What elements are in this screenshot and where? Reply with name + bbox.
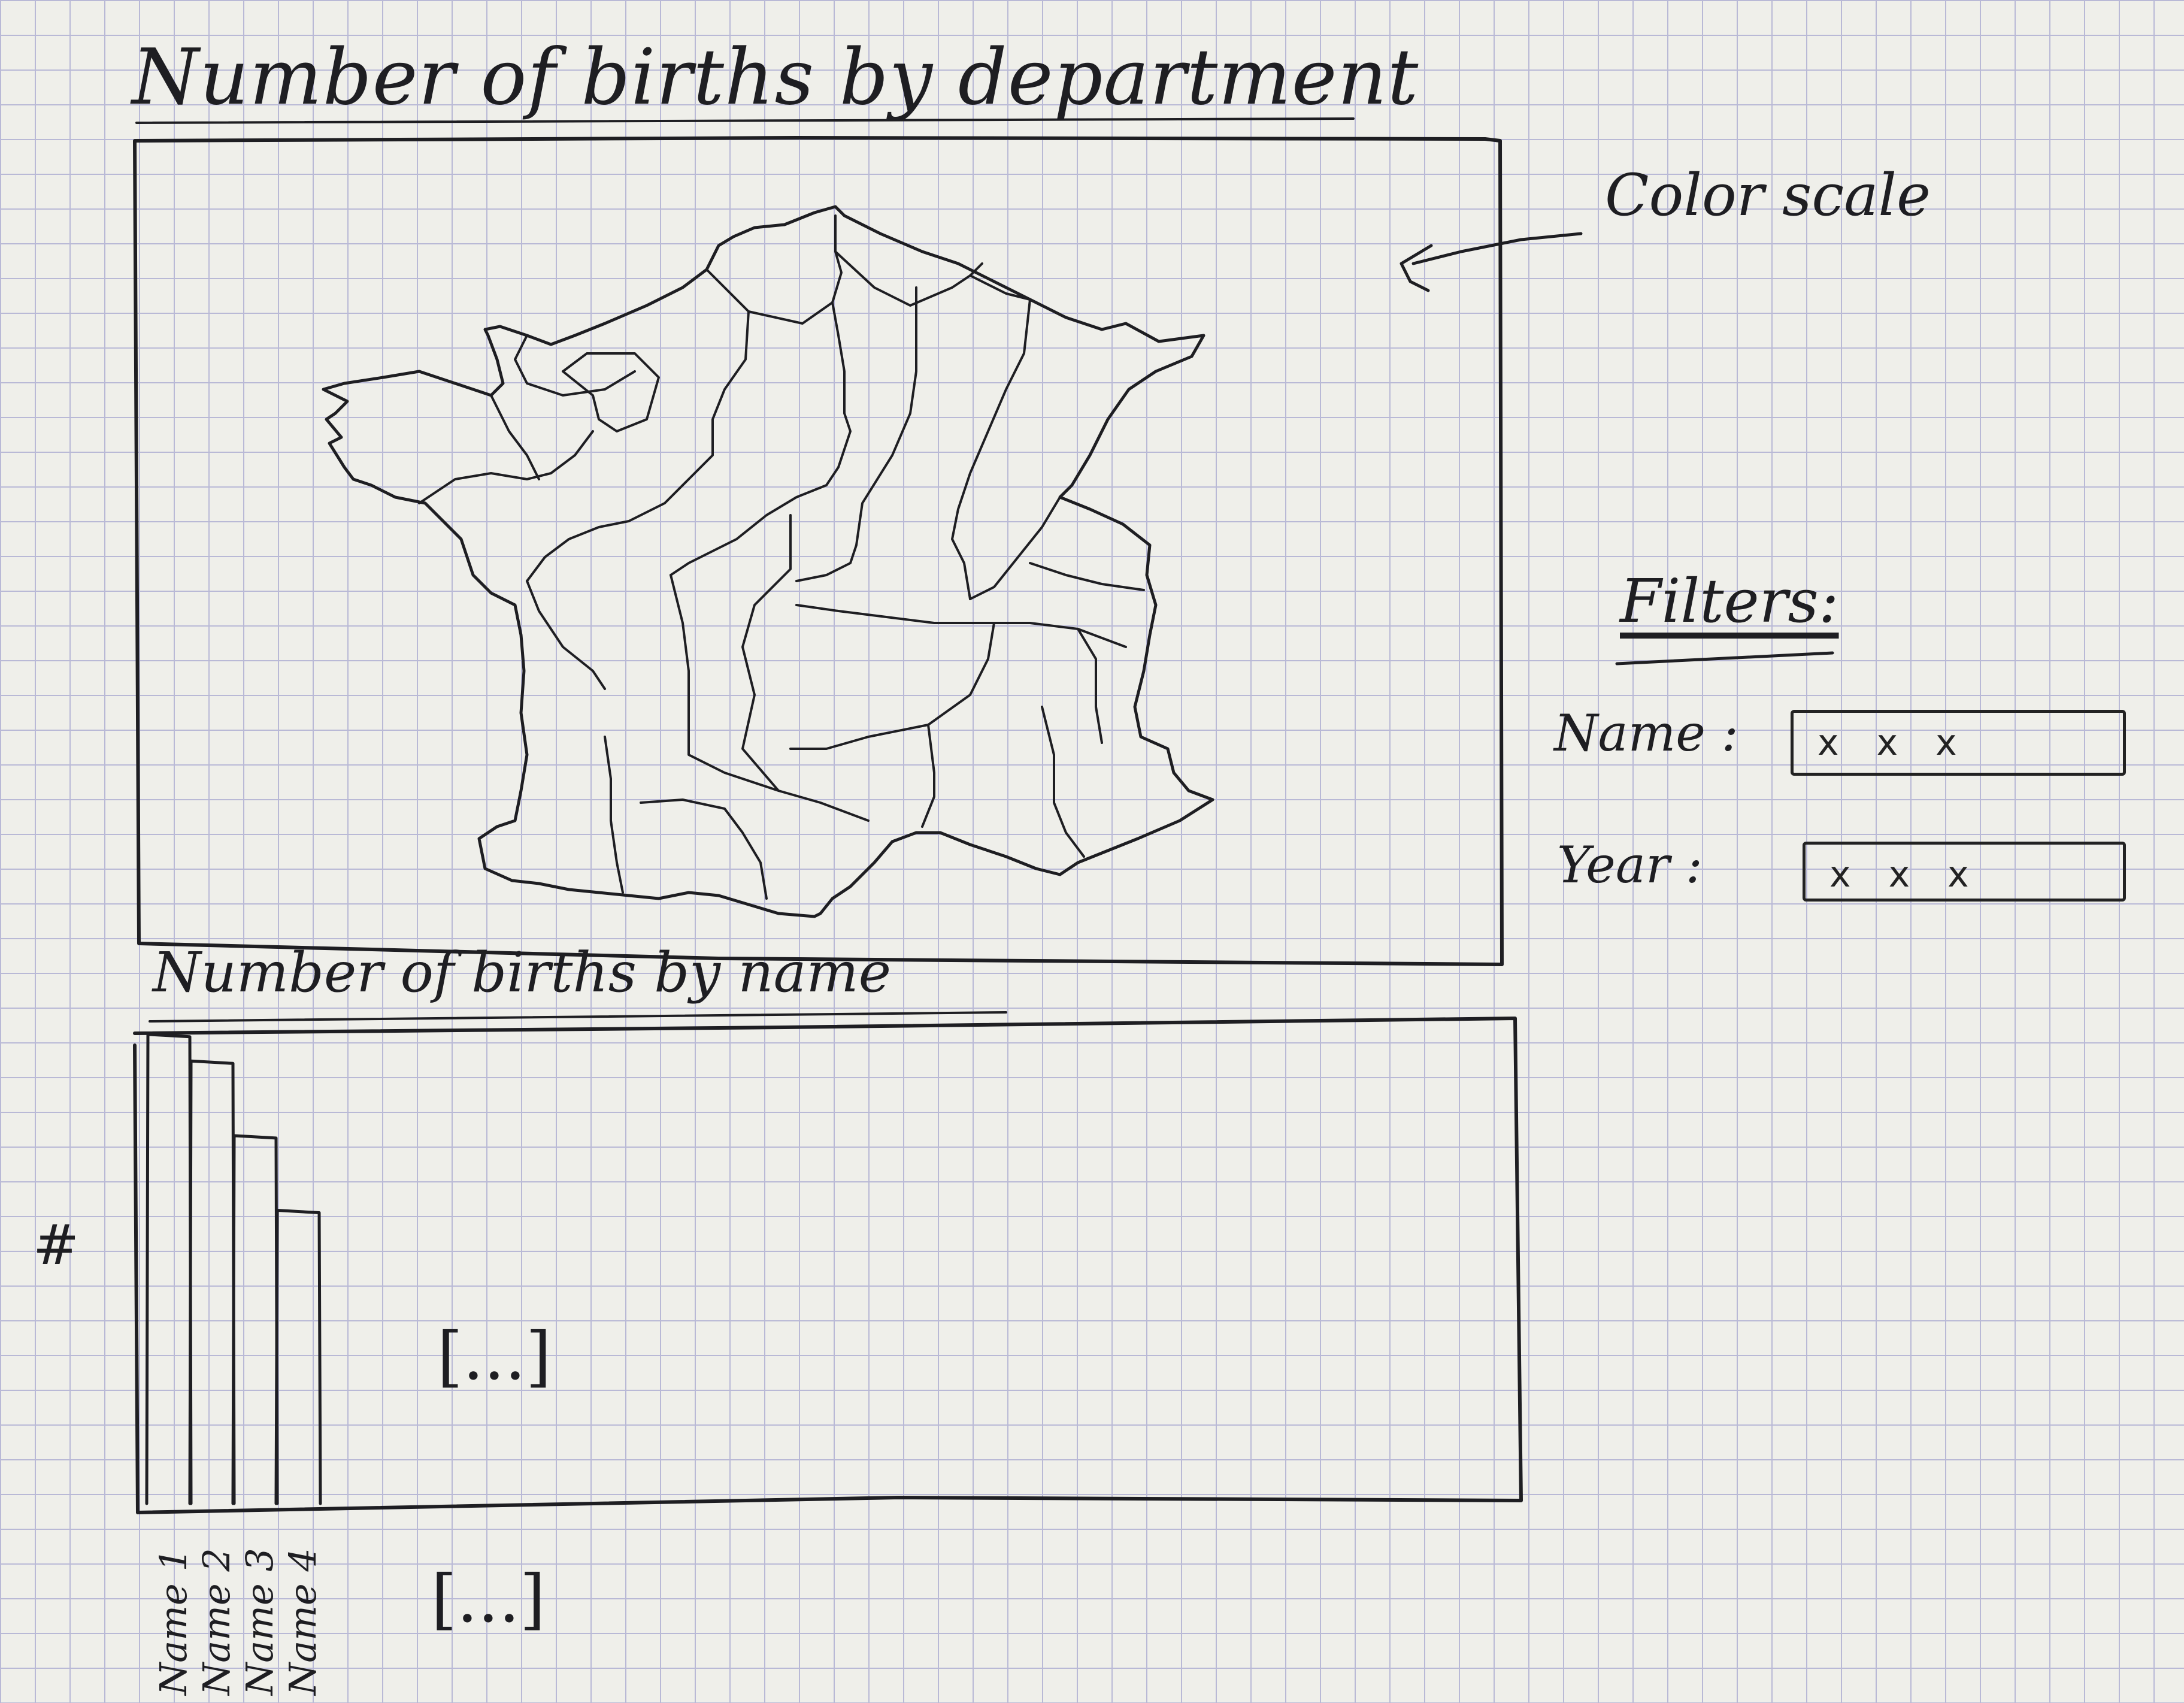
- bar-1[interactable]: [145, 1033, 193, 1505]
- bar-4[interactable]: [274, 1209, 322, 1505]
- france-map: [322, 205, 1214, 918]
- year-filter-label: Year :: [1557, 836, 1703, 894]
- map-frame: [133, 136, 1504, 966]
- bar-2[interactable]: [188, 1059, 236, 1505]
- name-filter-label: Name :: [1554, 704, 1738, 763]
- x-tick-label: Name 2: [195, 1548, 238, 1695]
- bar-chart-frame: [133, 1017, 1523, 1514]
- bar-3[interactable]: [231, 1134, 279, 1505]
- color-scale-label: Color scale: [1605, 162, 1931, 229]
- more-names-placeholder: [...]: [431, 1560, 546, 1637]
- bar-chart-title: Number of births by name: [153, 940, 892, 1005]
- x-tick-label: Name 1: [152, 1548, 195, 1695]
- color-scale-arrow: [1400, 232, 1583, 292]
- filters-title: Filters:: [1620, 566, 1839, 636]
- map-title: Number of births by department: [132, 33, 1419, 122]
- region-borders: [418, 214, 1145, 900]
- x-tick-label: Name 4: [281, 1548, 325, 1695]
- year-filter-input[interactable]: x x x: [1803, 842, 2126, 902]
- y-axis-line: [133, 1043, 140, 1514]
- y-axis-label: #: [33, 1213, 80, 1277]
- name-filter-input[interactable]: x x x: [1791, 710, 2126, 776]
- x-tick-label: Name 3: [238, 1548, 281, 1695]
- more-bars-placeholder: [...]: [437, 1318, 552, 1395]
